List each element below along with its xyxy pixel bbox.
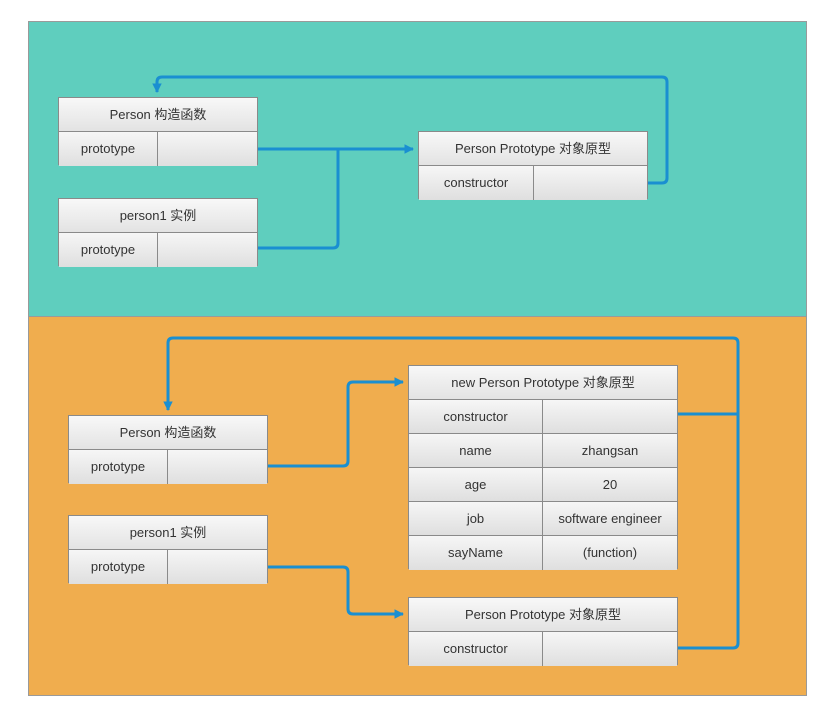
row-value: (function) bbox=[543, 536, 677, 570]
box-title: new Person Prototype 对象原型 bbox=[409, 366, 677, 400]
person-constructor-box: Person 构造函数 prototype bbox=[58, 97, 258, 166]
new-person-prototype-box: new Person Prototype 对象原型 constructor na… bbox=[408, 365, 678, 570]
box-row: prototype bbox=[69, 550, 267, 584]
row-key: age bbox=[409, 468, 543, 501]
box-row: constructor bbox=[419, 166, 647, 200]
person1-instance-box: person1 实例 prototype bbox=[68, 515, 268, 584]
old-person-prototype-box: Person Prototype 对象原型 constructor bbox=[408, 597, 678, 666]
row-value bbox=[168, 450, 267, 484]
box-title: Person Prototype 对象原型 bbox=[409, 598, 677, 632]
box-title: person1 实例 bbox=[69, 516, 267, 550]
row-key: prototype bbox=[69, 550, 168, 584]
box-row: constructor bbox=[409, 632, 677, 666]
row-value: 20 bbox=[543, 468, 677, 501]
instance-old-prototype-arrow bbox=[268, 565, 404, 619]
box-row: prototype bbox=[69, 450, 267, 484]
row-key: constructor bbox=[409, 400, 543, 433]
constructor-new-prototype-arrow bbox=[268, 377, 404, 468]
box-row: prototype bbox=[59, 132, 257, 166]
row-key: sayName bbox=[409, 536, 543, 570]
box-row: sayName (function) bbox=[409, 536, 677, 570]
row-key: constructor bbox=[409, 632, 543, 666]
row-value bbox=[168, 550, 267, 584]
person-prototype-box: Person Prototype 对象原型 constructor bbox=[418, 131, 648, 200]
row-value bbox=[534, 166, 647, 200]
row-value bbox=[543, 632, 677, 666]
row-key: job bbox=[409, 502, 543, 535]
box-title: person1 实例 bbox=[59, 199, 257, 233]
row-key: prototype bbox=[59, 233, 158, 267]
box-title: Person 构造函数 bbox=[59, 98, 257, 132]
instance-prototype-connector bbox=[258, 149, 340, 250]
row-value: zhangsan bbox=[543, 434, 677, 467]
row-value bbox=[158, 233, 257, 267]
prototype-constructor-arrow bbox=[152, 75, 669, 185]
person1-instance-box: person1 实例 prototype bbox=[58, 198, 258, 267]
row-key: prototype bbox=[69, 450, 168, 484]
box-row: name zhangsan bbox=[409, 434, 677, 468]
person-constructor-box: Person 构造函数 prototype bbox=[68, 415, 268, 484]
box-row: prototype bbox=[59, 233, 257, 267]
row-value bbox=[543, 400, 677, 433]
top-diagram-panel bbox=[28, 21, 807, 317]
row-key: name bbox=[409, 434, 543, 467]
row-value: software engineer bbox=[543, 502, 677, 535]
row-value bbox=[158, 132, 257, 166]
box-row: age 20 bbox=[409, 468, 677, 502]
box-title: Person Prototype 对象原型 bbox=[419, 132, 647, 166]
box-row: job software engineer bbox=[409, 502, 677, 536]
row-key: prototype bbox=[59, 132, 158, 166]
box-row: constructor bbox=[409, 400, 677, 434]
row-key: constructor bbox=[419, 166, 534, 200]
old-prototype-constructor-arrow bbox=[163, 336, 740, 650]
box-title: Person 构造函数 bbox=[69, 416, 267, 450]
